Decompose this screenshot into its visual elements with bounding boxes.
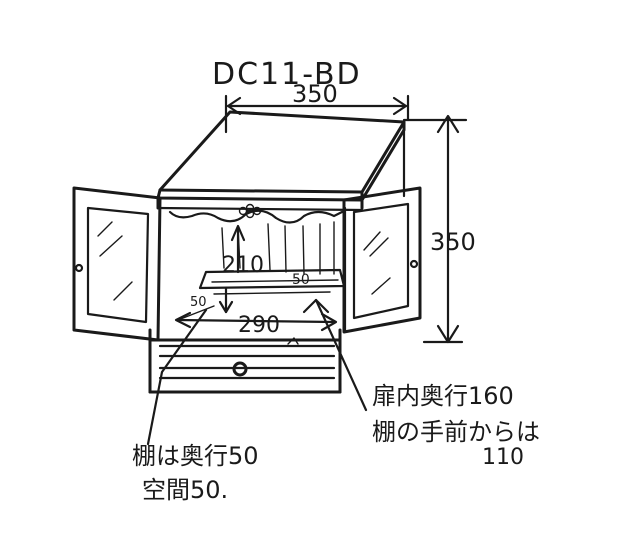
cabinet-top (156, 110, 406, 202)
left-door (72, 186, 162, 342)
interior-height-value: 210 (222, 253, 264, 278)
left-door-knob-icon (74, 263, 84, 273)
width-value: 350 (292, 80, 338, 108)
door-note-line1: 扉内奥行160 (372, 382, 514, 410)
interior-width-arrow (174, 305, 338, 332)
ornament-icon (238, 203, 262, 219)
cabinet-body (148, 128, 406, 394)
door-note-line2: 棚の手前からは (372, 418, 540, 446)
shelf-note-line1: 棚は奥行50 (132, 442, 259, 470)
model-label: DC11-BD (212, 57, 362, 92)
shelf-depth-arrow (218, 286, 234, 314)
height-value: 350 (430, 228, 476, 256)
door-depth-pointer (287, 298, 368, 412)
right-door-knob-icon (409, 259, 419, 269)
height-dimension (402, 114, 468, 344)
interior-height-arrow (230, 224, 246, 274)
door-note-line3: 110 (482, 445, 524, 470)
shelf-depth-left-value: 50 (190, 295, 207, 310)
drawer-knob-icon (232, 361, 248, 377)
top-width-dimension (224, 94, 410, 134)
right-door (342, 186, 422, 334)
interior-width-value: 290 (238, 313, 280, 338)
shelf-depth-right-value: 50 (292, 272, 310, 288)
shelf-note-line2: 空間50. (142, 476, 228, 504)
shelf-note-pointer (146, 308, 208, 446)
